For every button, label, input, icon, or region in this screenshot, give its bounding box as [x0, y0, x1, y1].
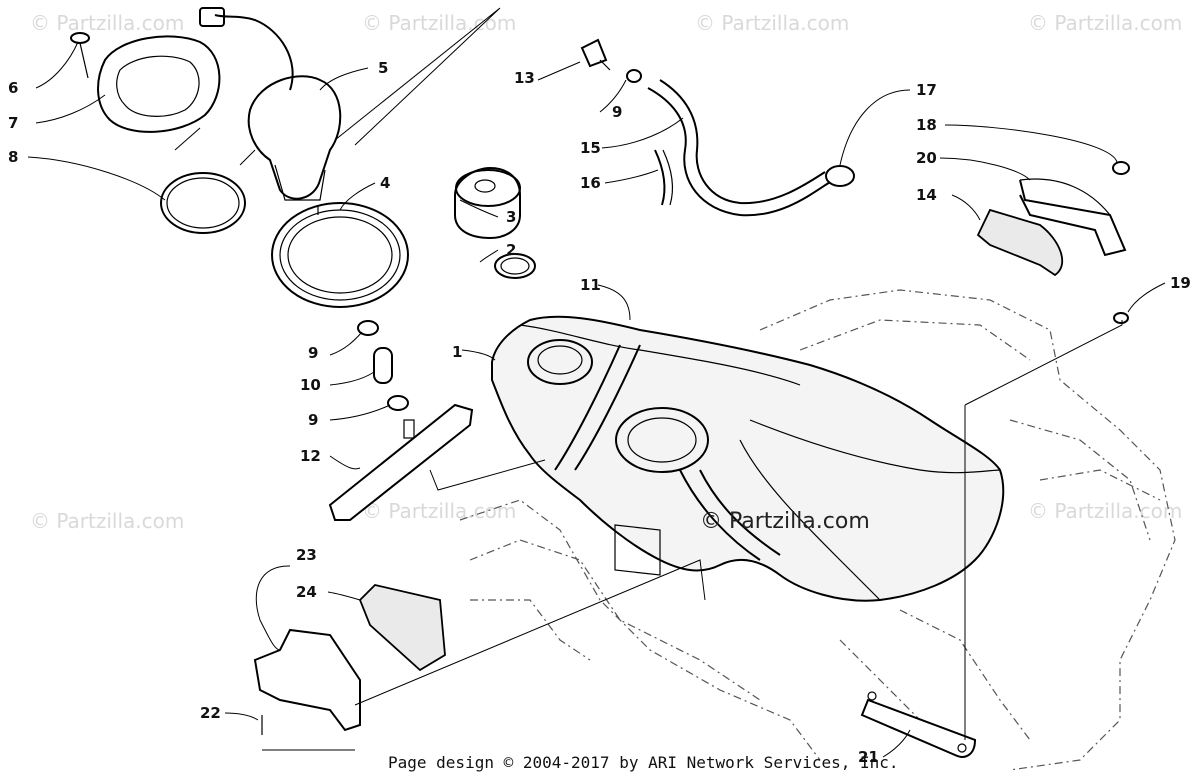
- lower-bracket-assembly: [253, 584, 977, 758]
- watermark-text: © Partzilla.com: [30, 11, 184, 35]
- callout-7: 7: [8, 114, 18, 132]
- o-ring: [160, 172, 246, 234]
- cap-seal: [494, 253, 536, 279]
- filter-assembly: [328, 320, 474, 521]
- gas-cap: [454, 166, 521, 240]
- callout-15: 15: [580, 139, 601, 157]
- callout-17: 17: [916, 81, 937, 99]
- callout-9-hose: 9: [612, 103, 622, 121]
- watermark-main: © Partzilla.com: [700, 509, 870, 534]
- watermark-text: © Partzilla.com: [695, 11, 849, 35]
- callout-4: 4: [380, 174, 390, 192]
- watermark-text: © Partzilla.com: [1028, 499, 1182, 523]
- callout-10: 10: [300, 376, 321, 394]
- callout-5: 5: [378, 59, 388, 77]
- callout-12: 12: [300, 447, 321, 465]
- watermark-text: © Partzilla.com: [30, 509, 184, 533]
- callout-11: 11: [580, 276, 601, 294]
- callout-8: 8: [8, 148, 18, 166]
- fuel-pump: [199, 7, 342, 215]
- footer-copyright: Page design © 2004-2017 by ARI Network S…: [388, 753, 899, 772]
- callout-1: 1: [452, 343, 462, 361]
- screw-and-plate: [70, 32, 221, 133]
- callout-18: 18: [916, 116, 937, 134]
- callout-22: 22: [200, 704, 221, 722]
- watermark-text: © Partzilla.com: [1028, 11, 1182, 35]
- callout-3: 3: [506, 208, 516, 226]
- callout-24: 24: [296, 583, 317, 601]
- callout-2: 2: [506, 241, 516, 259]
- fuel-tank: [491, 315, 1005, 602]
- leader-lines: [27, 7, 1166, 758]
- callout-23: 23: [296, 546, 317, 564]
- callout-6: 6: [8, 79, 18, 97]
- callout-13: 13: [514, 69, 535, 87]
- bracket-assembly: [976, 161, 1130, 324]
- pump-mount-ring: [271, 202, 409, 308]
- callout-20: 20: [916, 149, 937, 167]
- callout-14: 14: [916, 186, 937, 204]
- callout-16: 16: [580, 174, 601, 192]
- watermark-text: © Partzilla.com: [362, 499, 516, 523]
- callout-9-upper: 9: [308, 344, 318, 362]
- callout-9-lower: 9: [308, 411, 318, 429]
- callouts: 1 2 3 4 5 6 7 8 9 10 9 11 12 13 14 15 16…: [8, 59, 1191, 766]
- callout-19: 19: [1170, 274, 1191, 292]
- chassis-frame: [459, 289, 1176, 771]
- vent-hose-assembly: [580, 38, 855, 217]
- callout-21: 21: [858, 748, 879, 766]
